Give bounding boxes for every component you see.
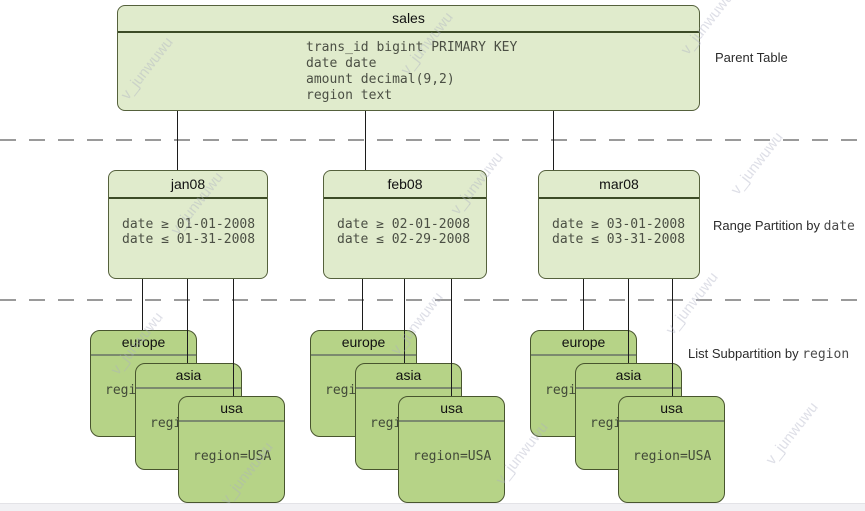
subpartition-card-usa: usa region=USA [618, 396, 725, 503]
subpartition-condition: region=USA [413, 449, 492, 464]
subpartition-condition: regi [590, 416, 622, 431]
constraint-line: date ≤ 02-29-2008 [337, 232, 471, 247]
list-subpartition-key: region [802, 347, 850, 362]
parent-table-label: Parent Table [715, 50, 788, 65]
subpartition-condition: region=USA [633, 449, 712, 464]
subpartition-title: europe [531, 331, 636, 356]
subpartition-title: asia [356, 364, 461, 389]
partition-constraints: date ≥ 03-01-2008 date ≤ 03-31-2008 [539, 199, 699, 247]
connector-line [583, 279, 584, 330]
column-definition: trans_id bigint PRIMARY KEY [306, 40, 518, 55]
connector-line [142, 279, 143, 330]
range-partition-label-text: Range Partition by [713, 218, 824, 233]
constraint-line: date ≤ 03-31-2008 [552, 232, 686, 247]
partition-constraints: date ≥ 01-01-2008 date ≤ 01-31-2008 [109, 199, 267, 247]
subpartition-condition: regi [370, 416, 402, 431]
constraint-line: date ≥ 03-01-2008 [552, 217, 686, 232]
range-partition-label: Range Partition by date [713, 218, 855, 234]
connector-line [362, 279, 363, 330]
column-definition: date date [306, 56, 377, 71]
page-edge-strip [0, 503, 865, 511]
subpartition-condition: regi [150, 416, 182, 431]
subpartition-title: europe [91, 331, 196, 356]
partition-node-mar08: mar08 date ≥ 03-01-2008 date ≤ 03-31-200… [538, 170, 700, 279]
connector-line [365, 111, 366, 170]
level-separator-dashed-line [0, 299, 865, 301]
column-definition: region text [306, 88, 393, 103]
constraint-line: date ≤ 01-31-2008 [122, 232, 256, 247]
range-partition-key: date [823, 219, 855, 234]
connector-line [233, 279, 234, 396]
constraint-line: date ≥ 02-01-2008 [337, 217, 471, 232]
connector-line [628, 279, 629, 363]
connector-line [672, 279, 673, 396]
subpartition-title: asia [576, 364, 681, 389]
partition-node-jan08: jan08 date ≥ 01-01-2008 date ≤ 01-31-200… [108, 170, 268, 279]
subpartition-condition: region=USA [193, 449, 272, 464]
connector-line [404, 279, 405, 363]
subpartition-title: europe [311, 331, 416, 356]
list-subpartition-label-text: List Subpartition by [688, 346, 803, 361]
partition-title: mar08 [539, 171, 699, 199]
subpartition-card-usa: usa region=USA [178, 396, 285, 503]
parent-table-columns: trans_id bigint PRIMARY KEY date date am… [118, 33, 699, 104]
partition-node-feb08: feb08 date ≥ 02-01-2008 date ≤ 02-29-200… [323, 170, 487, 279]
connector-line [553, 111, 554, 170]
subpartition-title: usa [399, 397, 504, 422]
watermark-text: v_junwuwu [762, 399, 822, 468]
connector-line [451, 279, 452, 396]
subpartition-title: asia [136, 364, 241, 389]
subpartition-condition: regi [545, 383, 577, 398]
subpartition-condition: regi [325, 383, 357, 398]
partition-title: feb08 [324, 171, 486, 199]
subpartition-card-usa: usa region=USA [398, 396, 505, 503]
connector-line [177, 111, 178, 170]
subpartition-title: usa [619, 397, 724, 422]
constraint-line: date ≥ 01-01-2008 [122, 217, 256, 232]
subpartition-title: usa [179, 397, 284, 422]
parent-table-title: sales [118, 6, 699, 33]
subpartition-condition: regi [105, 383, 137, 398]
column-definition: amount decimal(9,2) [306, 72, 455, 87]
parent-table-node: sales trans_id bigint PRIMARY KEY date d… [117, 5, 700, 111]
partition-constraints: date ≥ 02-01-2008 date ≤ 02-29-2008 [324, 199, 486, 247]
level-separator-dashed-line [0, 139, 865, 141]
connector-line [187, 279, 188, 363]
partition-title: jan08 [109, 171, 267, 199]
list-subpartition-label: List Subpartition by region [688, 346, 849, 362]
